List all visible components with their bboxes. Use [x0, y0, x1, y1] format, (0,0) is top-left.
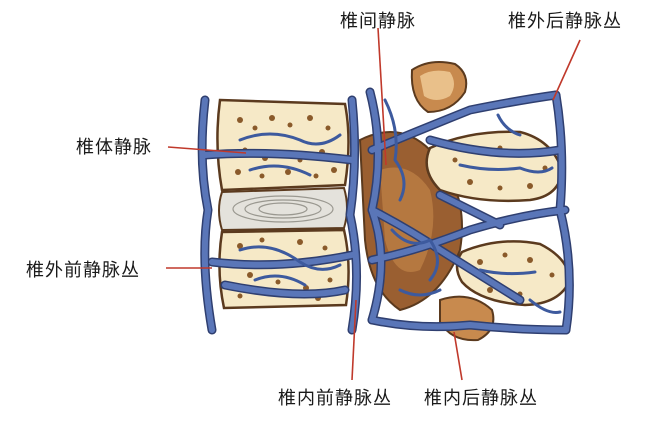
intervertebral-disc — [218, 186, 348, 232]
label-basivertebral-vein: 椎体静脉 — [76, 137, 152, 158]
leader-intervertebral-vein — [377, 27, 387, 166]
label-posterior-internal-plexus: 椎内后静脉丛 — [424, 388, 538, 409]
venous-plexus — [197, 87, 574, 335]
label-intervertebral-vein: 椎间静脉 — [340, 11, 416, 32]
leader-anterior-internal-plexus — [351, 299, 357, 381]
label-posterior-external-plexus: 椎外后静脉丛 — [508, 11, 622, 32]
leader-posterior-external-plexus — [552, 39, 581, 101]
leader-lines — [166, 27, 581, 381]
label-anterior-internal-plexus: 椎内前静脉丛 — [278, 388, 392, 409]
marrow-texture — [235, 115, 337, 301]
upper-vertebral-body — [216, 98, 350, 192]
leader-posterior-internal-plexus — [453, 331, 463, 381]
leader-basivertebral-vein — [167, 146, 247, 154]
label-anterior-external-plexus: 椎外前静脉丛 — [26, 260, 140, 281]
